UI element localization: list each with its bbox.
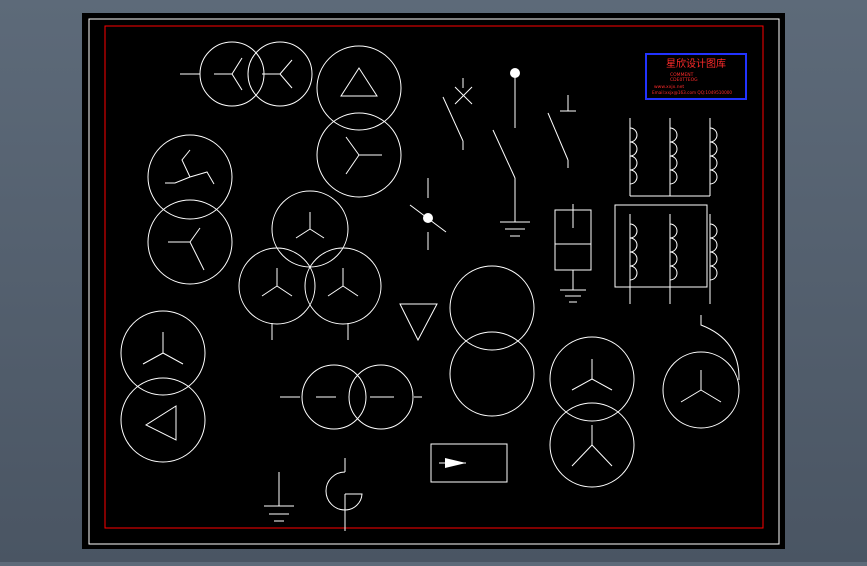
stamp-title: 星欣设计图库	[666, 57, 726, 70]
symbol-transformer-single-phase	[280, 364, 422, 430]
stamp-line2: CDE0TTEOG	[670, 77, 698, 83]
symbol-earthing-switch	[547, 95, 576, 168]
inner-frame	[104, 25, 764, 529]
stamp-line1: COMMENT	[670, 72, 694, 78]
symbol-transformer-star-delta	[120, 310, 206, 463]
symbol-transformer-delta-star	[316, 45, 402, 198]
symbol-semicircle-contact	[325, 458, 363, 531]
stamp-line4: Email:xxjx@163.com QQ:1049510000	[652, 90, 732, 95]
stamp-border	[645, 53, 747, 100]
ball-contact-breaker	[423, 213, 433, 223]
stamp-line3: www.xxjx.net	[654, 84, 684, 90]
drawing-sheet	[82, 13, 785, 549]
symbol-lightning-arrester	[554, 204, 592, 303]
symbol-load-switch-ball	[492, 73, 530, 237]
title-stamp: 星欣设计图库 COMMENT CDE0TTEOG www.xxjx.net Em…	[645, 53, 747, 100]
arrow-head	[445, 458, 466, 468]
symbol-triangle	[399, 303, 438, 342]
symbol-transformer-zigzag-star	[147, 134, 233, 285]
symbol-transformer-star-star-lower	[549, 336, 635, 488]
ball-contact-top	[510, 68, 520, 78]
outer-frame	[88, 18, 780, 545]
symbol-earth	[264, 472, 294, 522]
symbol-current-transformer	[614, 118, 718, 304]
symbol-disconnector-cross	[442, 78, 473, 150]
symbol-three-winding-transformer	[238, 190, 382, 340]
symbol-generator-star	[662, 315, 740, 429]
symbol-transformer-two-circle	[449, 265, 535, 417]
symbol-transformer-star-star	[180, 41, 313, 107]
